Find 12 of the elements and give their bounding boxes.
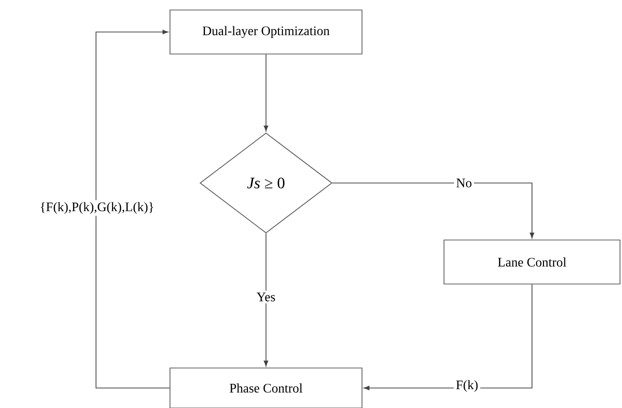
edge-label: Yes [254, 290, 278, 304]
arrow [264, 54, 268, 132]
process-box: Lane Control [444, 240, 620, 284]
process-box: Phase Control [170, 368, 362, 408]
edge-label: No [454, 176, 474, 190]
arrow [332, 182, 534, 238]
arrow [264, 233, 268, 366]
arrow [364, 284, 532, 390]
arrow [96, 30, 170, 388]
edge-label: {F(k),P(k),G(k),L(k)} [38, 200, 156, 216]
edge-label: F(k) [454, 378, 480, 394]
process-box: Dual-layer Optimization [170, 10, 362, 54]
